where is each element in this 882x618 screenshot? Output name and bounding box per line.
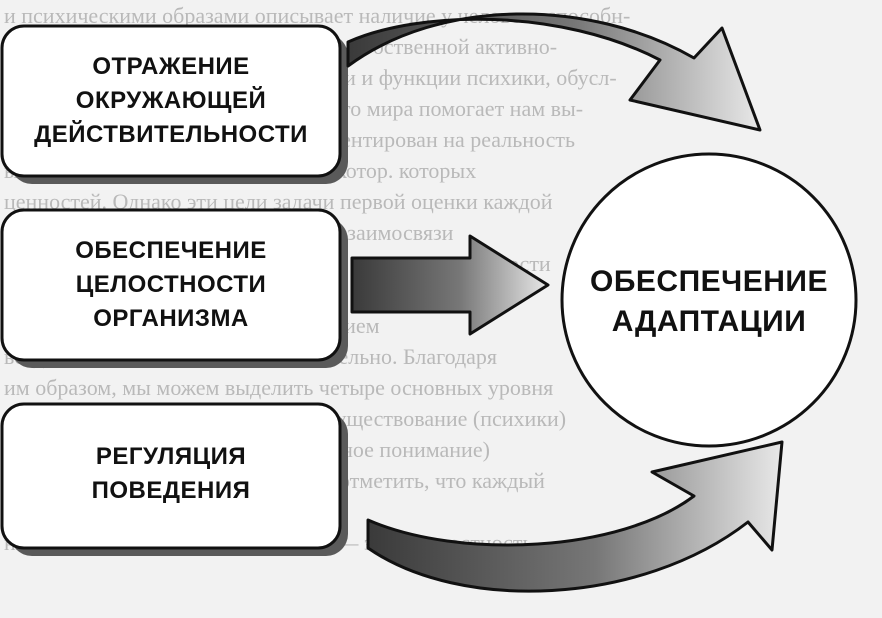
box-reflection bbox=[0, 24, 348, 184]
box-regulation-label: РЕГУЛЯЦИЯ ПОВЕДЕНИЯ bbox=[91, 443, 251, 504]
box-reflection-label: ОТРАЖЕНИЕ ОКРУЖАЮЩЕЙ ДЕЙСТВИТЕЛЬНОСТИ bbox=[34, 53, 308, 148]
bottom-curved-arrow bbox=[366, 440, 784, 593]
box-regulation bbox=[0, 402, 348, 556]
background-text-line: им образом, мы можем выделить четыре осн… bbox=[4, 375, 554, 400]
top-curved-arrow bbox=[346, 12, 762, 132]
box-integrity-label: ОБЕСПЕЧЕНИЕ ЦЕЛОСТНОСТИ ОРГАНИЗМА bbox=[75, 237, 267, 332]
middle-straight-arrow bbox=[350, 234, 550, 336]
box-integrity bbox=[0, 208, 348, 368]
adaptation-circle bbox=[560, 152, 858, 448]
adaptation-label: ОБЕСПЕЧЕНИЕ АДАПТАЦИИ bbox=[590, 265, 828, 338]
